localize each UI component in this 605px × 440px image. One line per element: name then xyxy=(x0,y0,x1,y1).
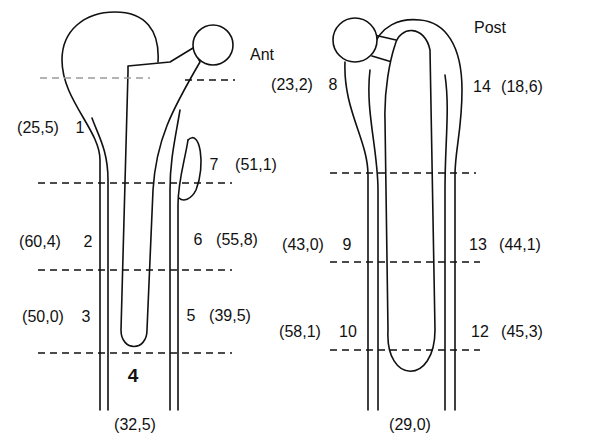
zone-boundary xyxy=(330,349,480,351)
lesser-trochanter xyxy=(179,138,201,200)
zone-number: 9 xyxy=(343,236,352,254)
zone-value: (32,5) xyxy=(114,416,156,434)
zone-value: (50,0) xyxy=(22,308,64,326)
zone-number: 3 xyxy=(82,308,91,326)
zone-boundary xyxy=(40,77,150,79)
zone-value: (18,6) xyxy=(501,78,543,96)
zone-number: 4 xyxy=(128,366,139,387)
zone-value: (29,0) xyxy=(389,416,431,434)
zone-value: (43,0) xyxy=(282,236,324,254)
view-label: Post xyxy=(474,19,506,37)
zone-value: (39,5) xyxy=(209,307,251,325)
zone-boundary xyxy=(330,261,480,263)
zone-value: (44,1) xyxy=(499,236,541,254)
zone-number: 1 xyxy=(76,119,85,137)
femur-outline xyxy=(345,62,368,410)
zone-boundary xyxy=(185,79,235,81)
zone-value: (23,2) xyxy=(271,76,313,94)
femoral-head xyxy=(333,18,377,62)
femur-outline xyxy=(372,20,462,410)
zone-boundary xyxy=(38,269,232,271)
zone-boundary xyxy=(38,182,232,184)
femur-cortex xyxy=(92,118,108,410)
zone-number: 10 xyxy=(339,323,357,341)
zone-boundary xyxy=(38,352,232,354)
zone-value: (45,3) xyxy=(501,323,543,341)
zone-number: 5 xyxy=(187,307,196,325)
zone-boundary xyxy=(330,172,476,174)
zone-number: 14 xyxy=(473,78,491,96)
zone-value: (55,8) xyxy=(216,231,258,249)
zone-value: (25,5) xyxy=(17,119,59,137)
zone-number: 8 xyxy=(329,76,338,94)
zone-value: (60,4) xyxy=(19,233,61,251)
zone-number: 6 xyxy=(194,231,203,249)
zone-number: 2 xyxy=(84,233,93,251)
femur-cortex xyxy=(445,75,447,410)
zone-number: 7 xyxy=(210,156,219,174)
view-label: Ant xyxy=(250,46,274,64)
zone-value: (58,1) xyxy=(279,323,321,341)
zone-number: 12 xyxy=(471,323,489,341)
stem-implant xyxy=(121,48,200,347)
femur-cortex xyxy=(369,70,378,410)
femoral-head xyxy=(193,25,233,65)
femur-outline xyxy=(178,140,188,410)
stem-implant xyxy=(385,31,435,372)
zone-value: (51,1) xyxy=(235,156,277,174)
zone-number: 13 xyxy=(469,236,487,254)
